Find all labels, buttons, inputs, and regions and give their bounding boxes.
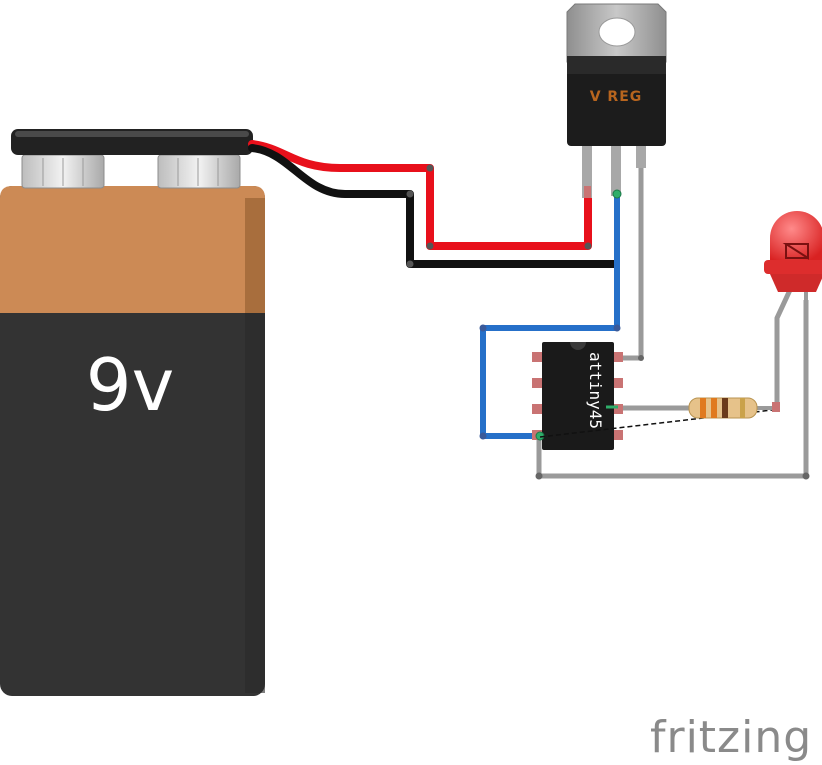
resistor-band [740, 398, 745, 418]
chip-pin [532, 352, 544, 362]
resistor-band [722, 398, 728, 418]
resistor-band [711, 398, 717, 418]
vreg-pin-output [636, 138, 646, 168]
chip-label: attiny45 [586, 352, 605, 429]
vreg-mount-hole [598, 17, 636, 47]
chip-pin [611, 378, 623, 388]
led-dome [770, 211, 822, 262]
chip-pin [611, 404, 623, 414]
black-wire-ground[interactable] [248, 144, 620, 268]
led-rim [764, 260, 822, 274]
chip-pin [611, 430, 623, 440]
vreg-label: V REG [590, 89, 643, 105]
grey-wire-vreg-ground-to-chip[interactable] [622, 140, 644, 361]
battery-label: 9v [86, 343, 174, 427]
battery-terminal-positive [157, 154, 241, 189]
led-anode-leg [775, 289, 792, 319]
battery-terminal-negative [21, 154, 105, 189]
battery-9v: 9v [0, 129, 265, 696]
vreg-pin-ground [611, 138, 621, 196]
chip-pin [611, 352, 623, 362]
resistor-band [700, 398, 706, 418]
voltage-regulator: V REG [566, 3, 667, 198]
resistor [688, 397, 780, 419]
led-symbol-icon [782, 243, 809, 260]
grey-wire-ground-to-led[interactable] [536, 300, 809, 479]
chip-pin [532, 404, 544, 414]
attiny45-chip: attiny45 [532, 342, 623, 450]
vreg-body [567, 56, 666, 146]
chip-pin [532, 378, 544, 388]
red-wire-positive[interactable] [248, 140, 592, 250]
chip-body [542, 342, 614, 450]
battery-body [0, 186, 265, 696]
vreg-pin-input [582, 138, 592, 198]
fritzing-logo: fritzing [650, 712, 812, 763]
chip-notch [570, 342, 586, 350]
battery-top-band [0, 186, 265, 313]
red-led [764, 211, 822, 319]
